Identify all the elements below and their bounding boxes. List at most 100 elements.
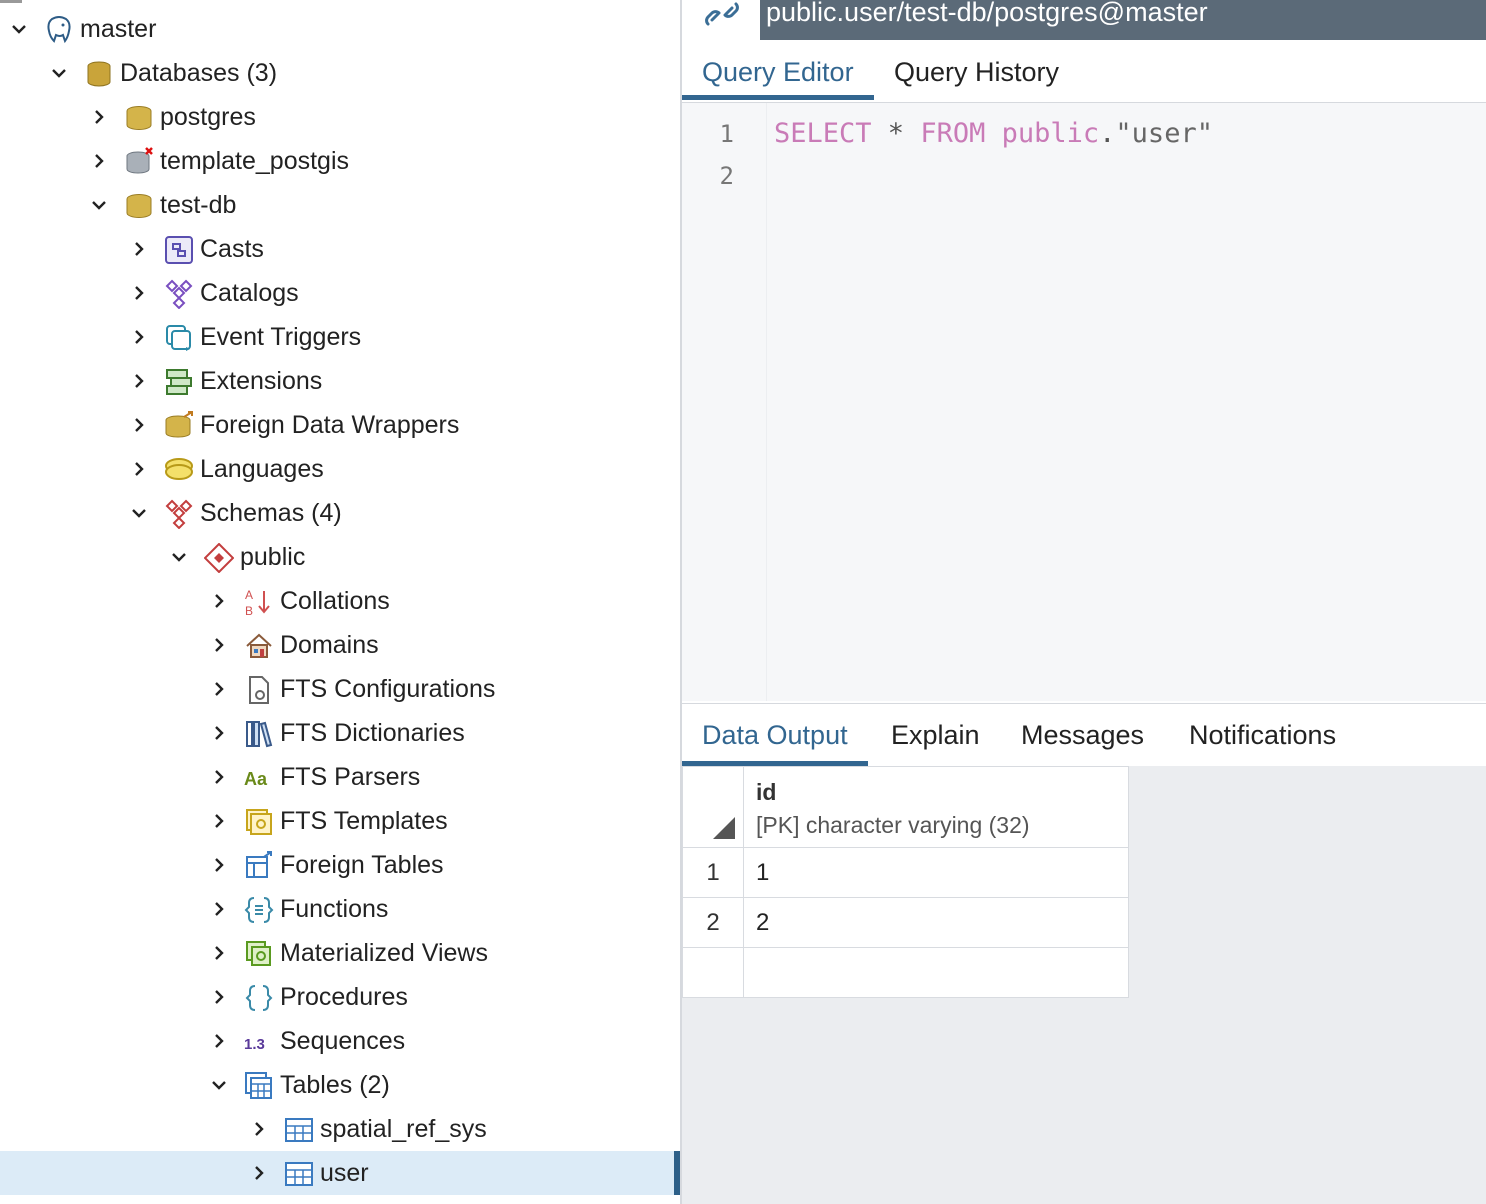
tree-item-postgres[interactable]: postgres — [0, 95, 680, 139]
sql-dot: . — [1099, 118, 1116, 149]
tree-item-public[interactable]: public — [0, 535, 680, 579]
table-row[interactable] — [682, 947, 1129, 998]
chevron-right-icon[interactable] — [208, 766, 230, 788]
tree-item-label: postgres — [160, 103, 256, 131]
row-number[interactable]: 2 — [682, 897, 744, 948]
tree-item-extensions[interactable]: Extensions — [0, 359, 680, 403]
tree-item-casts[interactable]: Casts — [0, 227, 680, 271]
chevron-right-icon[interactable] — [128, 370, 150, 392]
chevron-right-icon[interactable] — [208, 590, 230, 612]
chevron-down-icon[interactable] — [88, 194, 110, 216]
cell-id[interactable] — [743, 947, 1129, 998]
tree-item-label: Sequences — [280, 1027, 406, 1055]
tree-item-fts-templates[interactable]: FTS Templates — [0, 799, 680, 843]
svg-text:1.3: 1.3 — [244, 1036, 265, 1053]
connection-title-bar[interactable]: public.user/test-db/postgres@master — [760, 0, 1486, 40]
line-number: 1 — [719, 120, 734, 148]
tab-query-history[interactable]: Query History — [894, 57, 1060, 87]
connection-link-icon[interactable] — [704, 0, 740, 30]
svg-text:B: B — [245, 604, 253, 617]
column-type: [PK] character varying (32) — [756, 812, 1030, 838]
schema-icon — [204, 543, 234, 573]
sql-code-line[interactable]: SELECT * FROM public."user" — [774, 118, 1213, 149]
fts-parsers-icon: Aa — [244, 763, 274, 793]
tree-item-label: Domains — [280, 631, 379, 659]
chevron-right-icon[interactable] — [128, 326, 150, 348]
row-number[interactable]: 1 — [682, 847, 744, 898]
tree-item-test-db[interactable]: test-db — [0, 183, 680, 227]
connection-title: public.user/test-db/postgres@master — [766, 0, 1208, 27]
tab-explain[interactable]: Explain — [891, 720, 980, 750]
chevron-right-icon[interactable] — [208, 942, 230, 964]
tab-data-output[interactable]: Data Output — [682, 704, 868, 766]
chevron-right-icon[interactable] — [208, 898, 230, 920]
tree-item-procedures[interactable]: Procedures — [0, 975, 680, 1019]
tab-query-editor[interactable]: Query Editor — [682, 44, 874, 100]
tree-item-user[interactable]: user — [0, 1151, 680, 1195]
chevron-right-icon[interactable] — [128, 238, 150, 260]
chevron-right-icon[interactable] — [208, 854, 230, 876]
chevron-down-icon[interactable] — [8, 18, 30, 40]
tree-item-event-triggers[interactable]: Event Triggers — [0, 315, 680, 359]
sql-editor[interactable]: 1 2 SELECT * FROM public."user" — [682, 103, 1486, 701]
chevron-right-icon[interactable] — [208, 986, 230, 1008]
chevron-right-icon[interactable] — [128, 282, 150, 304]
tree-item-label: FTS Templates — [280, 807, 448, 835]
chevron-down-icon[interactable] — [208, 1074, 230, 1096]
row-number[interactable] — [682, 947, 744, 998]
database-icon — [124, 103, 154, 133]
tree-item-languages[interactable]: Languages — [0, 447, 680, 491]
chevron-down-icon[interactable] — [48, 62, 70, 84]
tree-item-catalogs[interactable]: Catalogs — [0, 271, 680, 315]
tree-item-databases[interactable]: Databases (3) — [0, 51, 680, 95]
svg-text:Aa: Aa — [244, 769, 268, 789]
tree-item-domains[interactable]: Domains — [0, 623, 680, 667]
tree-item-label: Materialized Views — [280, 939, 488, 967]
chevron-right-icon[interactable] — [248, 1118, 270, 1140]
tree-item-schemas[interactable]: Schemas (4) — [0, 491, 680, 535]
chevron-down-icon[interactable] — [168, 546, 190, 568]
chevron-right-icon[interactable] — [128, 414, 150, 436]
tree-item-tables[interactable]: Tables (2) — [0, 1063, 680, 1107]
select-all-corner[interactable] — [682, 766, 744, 848]
chevron-right-icon[interactable] — [208, 722, 230, 744]
tree-item-fts-dictionaries[interactable]: FTS Dictionaries — [0, 711, 680, 755]
tree-item-spatial-ref-sys[interactable]: spatial_ref_sys — [0, 1107, 680, 1151]
tree-item-label: FTS Configurations — [280, 675, 496, 703]
chevron-right-icon[interactable] — [88, 150, 110, 172]
functions-icon — [244, 895, 274, 925]
chevron-right-icon[interactable] — [88, 106, 110, 128]
column-name: id — [756, 779, 777, 805]
column-header-id[interactable]: id [PK] character varying (32) — [743, 766, 1129, 848]
tree-item-foreign-data-wrappers[interactable]: Foreign Data Wrappers — [0, 403, 680, 447]
tree-item-template-postgis[interactable]: template_postgis — [0, 139, 680, 183]
pane-divider[interactable] — [680, 0, 682, 1204]
tree-item-label: Extensions — [200, 367, 323, 395]
chevron-right-icon[interactable] — [248, 1162, 270, 1184]
chevron-right-icon[interactable] — [208, 678, 230, 700]
cell-id[interactable]: 1 — [743, 847, 1129, 898]
sql-keyword: FROM — [920, 118, 986, 149]
tree-item-materialized-views[interactable]: Materialized Views — [0, 931, 680, 975]
tree-item-label: Databases (3) — [120, 59, 278, 87]
tab-messages[interactable]: Messages — [1021, 720, 1145, 750]
tree-item-fts-configurations[interactable]: FTS Configurations — [0, 667, 680, 711]
chevron-down-icon[interactable] — [128, 502, 150, 524]
tree-item-functions[interactable]: Functions — [0, 887, 680, 931]
chevron-right-icon[interactable] — [208, 810, 230, 832]
tree-item-master[interactable]: master — [0, 7, 680, 51]
tree-item-foreign-tables[interactable]: Foreign Tables — [0, 843, 680, 887]
tree-item-sequences[interactable]: 1.3 Sequences — [0, 1019, 680, 1063]
cell-id[interactable]: 2 — [743, 897, 1129, 948]
tab-notifications[interactable]: Notifications — [1189, 720, 1337, 750]
chevron-right-icon[interactable] — [208, 634, 230, 656]
chevron-right-icon[interactable] — [128, 458, 150, 480]
chevron-right-icon[interactable] — [208, 1030, 230, 1052]
svg-text:A: A — [245, 588, 253, 602]
